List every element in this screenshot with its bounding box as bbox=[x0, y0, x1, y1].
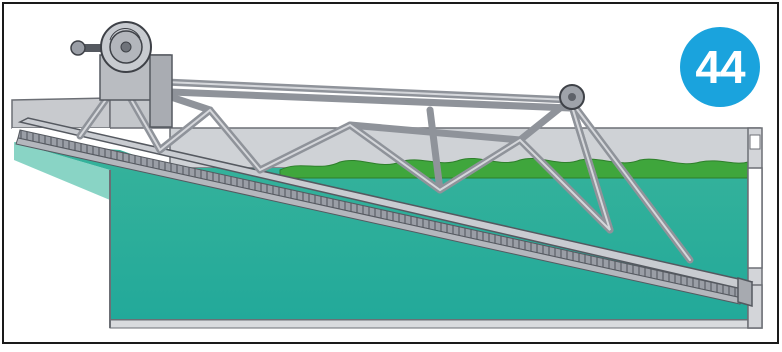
tank-floor bbox=[109, 170, 761, 329]
truss-highlight bbox=[79, 78, 691, 261]
right-wall bbox=[747, 127, 763, 329]
inclined-rake bbox=[15, 117, 754, 307]
upper-pulley bbox=[559, 84, 585, 110]
sludge-layer bbox=[279, 158, 749, 179]
water-body bbox=[14, 142, 760, 320]
drive-head bbox=[70, 21, 173, 128]
figure-number-badge: 44 bbox=[680, 27, 760, 107]
